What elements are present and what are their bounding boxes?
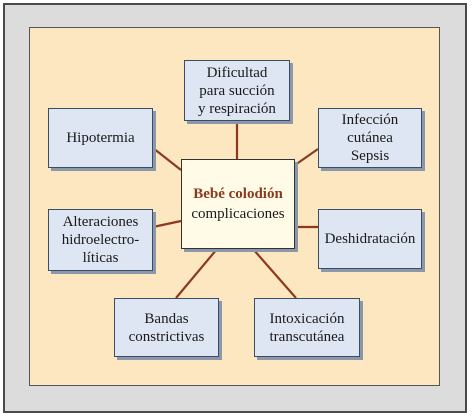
node-constrictive-bands: Bandas constrictivas [114,298,219,357]
node-electrolyte-imbalance: Alteraciones hidroelectro- líticas [48,209,153,271]
center-title: Bebé colodión [193,186,283,202]
node-transcutaneous-intoxication: Intoxicación transcutánea [254,298,360,357]
connector-hypothermia [152,147,182,171]
connector-electrolytes [152,219,182,229]
connector-intoxication [252,248,297,299]
center-subtitle: complicaciones [191,206,285,222]
node-hypothermia: Hipotermia [48,108,153,168]
node-feeding-difficulty: Dificultad para succión y respiración [184,60,290,121]
node-dehydration: Deshidratación [318,209,422,269]
connector-bands [175,248,218,299]
center-node: Bebé colodión complicaciones [181,159,295,249]
node-skin-infection-sepsis: Infección cutánea Sepsis [318,108,422,168]
connector-infection [294,148,319,166]
